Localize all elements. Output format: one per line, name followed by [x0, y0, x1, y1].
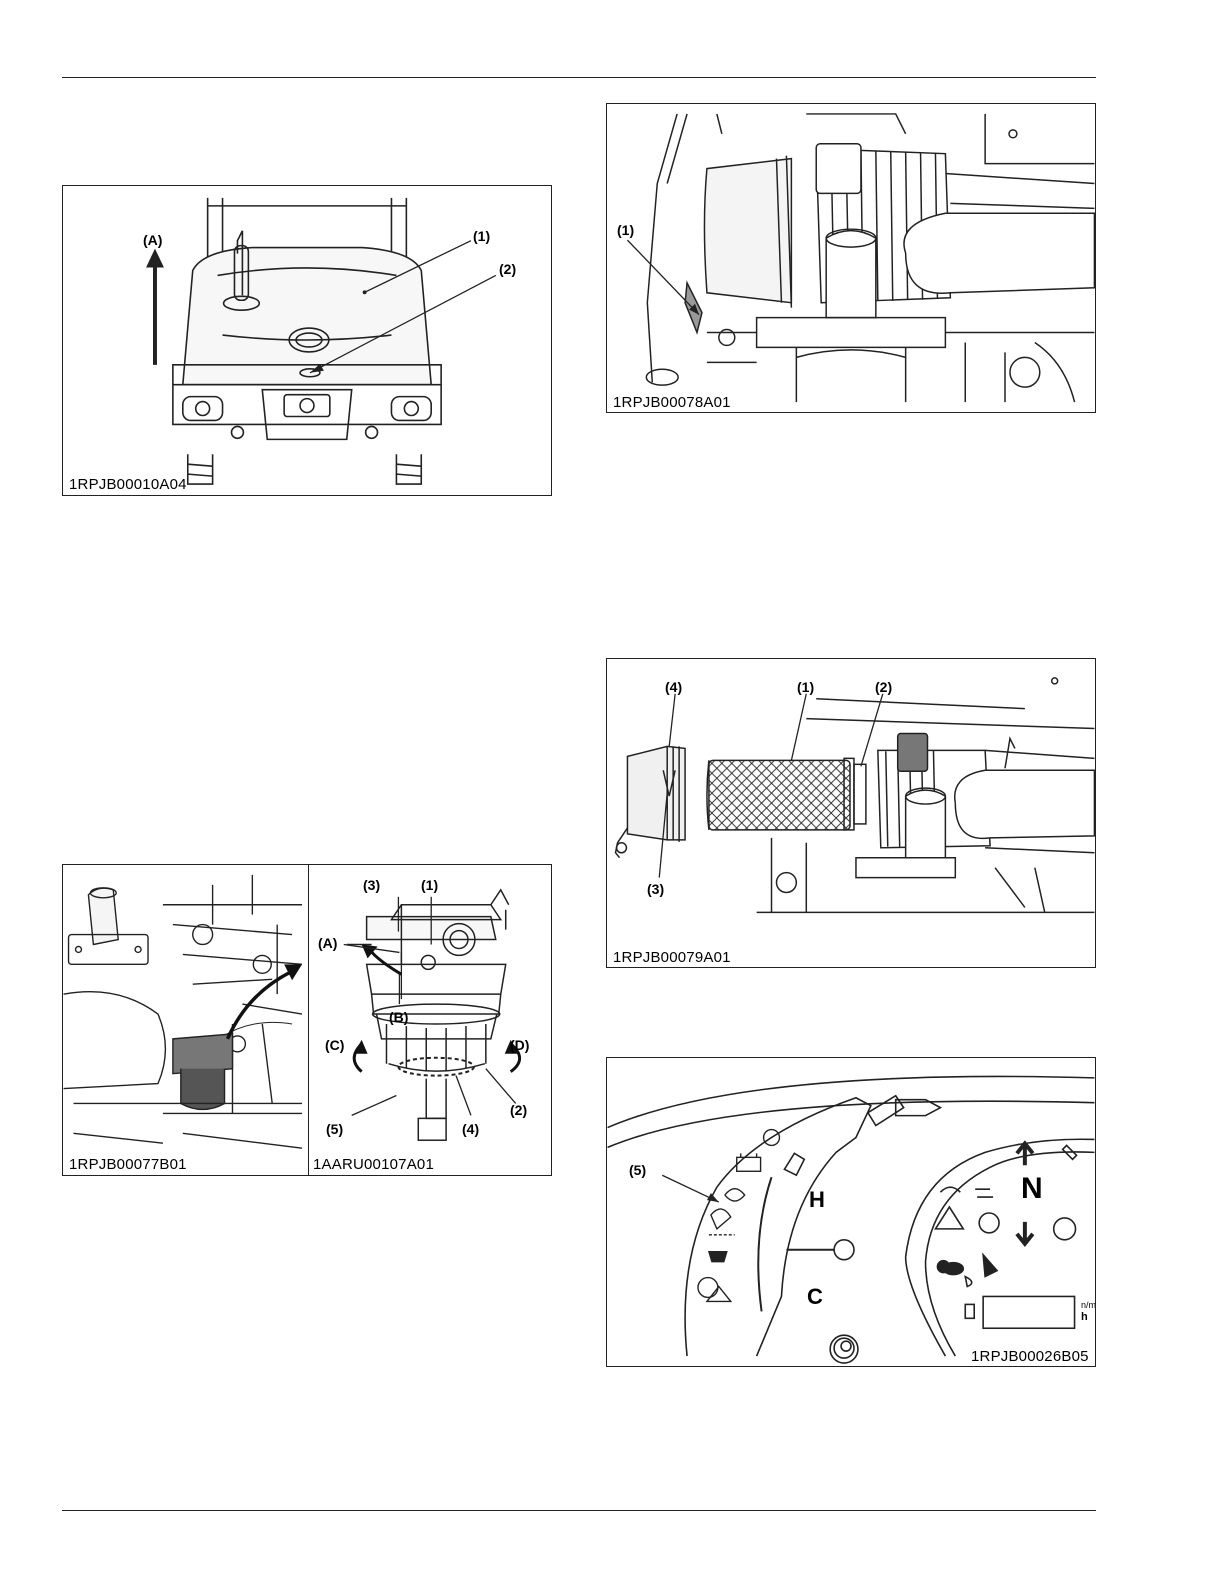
figure-code: 1RPJB00026B05: [971, 1348, 1089, 1365]
callout-1: (1): [797, 679, 814, 695]
gauge-high-label: H: [809, 1187, 825, 1213]
callout-d: (D): [510, 1037, 529, 1053]
air-cleaner-element-illustration: [607, 659, 1095, 967]
callout-1: (1): [617, 222, 634, 238]
callout-1: (1): [421, 877, 438, 893]
footer-rule: [62, 1510, 1096, 1511]
callout-c: (C): [325, 1037, 344, 1053]
callout-1: (1): [473, 228, 490, 244]
gear-neutral-label: N: [1021, 1172, 1043, 1206]
figure-fuel-tank: (A) (1) (2) 1RPJB00010A04: [62, 185, 552, 496]
callout-a: (A): [143, 232, 162, 248]
figure-code-right: 1AARU00107A01: [313, 1156, 434, 1173]
gauge-low-label: C: [807, 1284, 823, 1310]
instrument-panel-illustration: [607, 1058, 1095, 1366]
figure-air-cleaner-top: (1) 1RPJB00078A01: [606, 103, 1096, 413]
hour-units-top: n/m: [1081, 1300, 1096, 1310]
figure-code: 1RPJB00078A01: [613, 394, 731, 411]
figure-fuel-filter: (3) (1) (A) (B) (C) (D) (5) (4) (2) 1RPJ…: [62, 864, 552, 1176]
callout-3: (3): [647, 881, 664, 897]
callout-2: (2): [875, 679, 892, 695]
callout-3: (3): [363, 877, 380, 893]
callout-4: (4): [462, 1121, 479, 1137]
callout-2: (2): [510, 1102, 527, 1118]
figure-code: 1RPJB00010A04: [69, 476, 187, 493]
figure-code: 1RPJB00079A01: [613, 949, 731, 966]
figure-code-left: 1RPJB00077B01: [69, 1156, 187, 1173]
callout-b: (B): [389, 1009, 408, 1025]
callout-5: (5): [326, 1121, 343, 1137]
callout-4: (4): [665, 679, 682, 695]
figure-air-cleaner-element: (4) (1) (2) (3) 1RPJB00079A01: [606, 658, 1096, 968]
hour-units-bottom: h: [1081, 1311, 1088, 1323]
air-cleaner-illustration: [607, 104, 1095, 412]
figure-instrument-panel: H C N n/m h (5) 1RPJB00026B05: [606, 1057, 1096, 1367]
callout-2: (2): [499, 261, 516, 277]
header-rule: [62, 77, 1096, 78]
callout-a: (A): [318, 935, 337, 951]
callout-5: (5): [629, 1162, 646, 1178]
